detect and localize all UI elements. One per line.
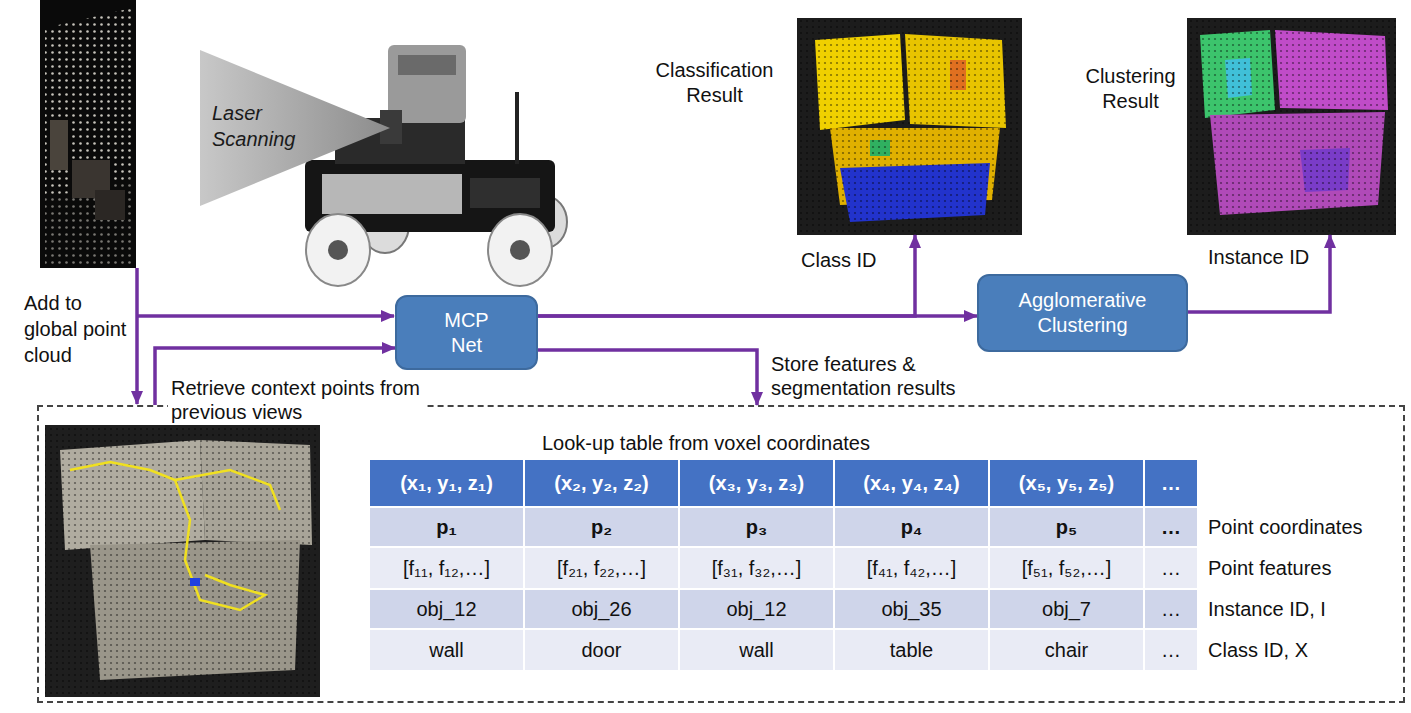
table-header-cell: … — [1145, 460, 1197, 506]
box-label: Agglomerative Clustering — [995, 288, 1170, 338]
table-cell: chair — [990, 630, 1143, 670]
table-cell: [f₄₁, f₄₂,…] — [835, 548, 988, 588]
table-cell: [f₂₁, f₂₂,…] — [525, 548, 678, 588]
table-cell: … — [1145, 630, 1197, 670]
clustering-cloud — [1187, 18, 1396, 235]
table-cell: p₂ — [525, 508, 678, 546]
row-label: Point features — [1208, 548, 1331, 588]
edge-label: Class ID — [798, 248, 880, 272]
table-cell: obj_7 — [990, 590, 1143, 628]
table-cell: p₁ — [370, 508, 523, 546]
table-grid — [370, 460, 1197, 670]
box-label: MCP Net — [432, 308, 502, 358]
flow-arrow — [538, 314, 977, 318]
row-label: Class ID, X — [1208, 630, 1308, 670]
table-title: Look-up table from voxel coordinates — [542, 431, 870, 456]
robot-photo — [305, 45, 567, 316]
table-cell: table — [835, 630, 988, 670]
result-image: Clustering Result — [1187, 18, 1396, 235]
table-header-cell: (x₃, y₃, z₃) — [680, 460, 833, 506]
table-cell: door — [525, 630, 678, 670]
process-box: MCP Net — [395, 295, 538, 370]
table-cell: [f₅₁, f₅₂,…] — [990, 548, 1143, 588]
table-cell: … — [1145, 590, 1197, 628]
table-cell: … — [1145, 548, 1197, 588]
table-cell: obj_12 — [680, 590, 833, 628]
table-header-cell: (x₄, y₄, z₄) — [835, 460, 988, 506]
table-header-cell: (x₁, y₁, z₁) — [370, 460, 523, 506]
table-cell: obj_35 — [835, 590, 988, 628]
cone-outline — [200, 50, 390, 206]
flow-note: Add to global point cloud — [24, 290, 132, 368]
flow-arrow — [538, 350, 757, 405]
process-box: Agglomerative Clustering — [977, 274, 1188, 352]
table-cell: wall — [680, 630, 833, 670]
table-cell: obj_12 — [370, 590, 523, 628]
row-label: Instance ID, I — [1208, 590, 1326, 628]
row-label: Point coordinates — [1208, 508, 1363, 546]
table-cell: … — [1145, 508, 1197, 546]
flow-arrow — [538, 235, 915, 316]
classification-cloud — [797, 18, 1022, 235]
result-image: Classification Result — [797, 18, 1022, 235]
flow-arrow — [1188, 235, 1330, 312]
global-map — [45, 425, 320, 697]
table-cell: obj_26 — [525, 590, 678, 628]
table-cell: p₃ — [680, 508, 833, 546]
scan-point-cloud — [40, 0, 136, 268]
image-heading: Classification Result — [642, 58, 787, 108]
table-cell: p₅ — [990, 508, 1143, 546]
edge-label: Store features & segmentation results — [768, 352, 1014, 400]
table-cell: wall — [370, 630, 523, 670]
lookup-table-frame: Look-up table from voxel coordinates — [37, 405, 1405, 703]
table-header-cell: (x₅, y₅, z₅) — [990, 460, 1143, 506]
table-cell: p₄ — [835, 508, 988, 546]
cone-label: Laser Scanning — [212, 100, 324, 152]
image-heading: Clustering Result — [1078, 64, 1183, 114]
laser-cone: Laser Scanning — [200, 50, 390, 206]
table-cell: [f₃₁, f₃₂,…] — [680, 548, 833, 588]
edge-label: Instance ID — [1205, 245, 1312, 269]
edge-label: Retrieve context points from previous vi… — [168, 376, 424, 424]
table-header-cell: (x₂, y₂, z₂) — [525, 460, 678, 506]
table-cell: [f₁₁, f₁₂,…] — [370, 548, 523, 588]
